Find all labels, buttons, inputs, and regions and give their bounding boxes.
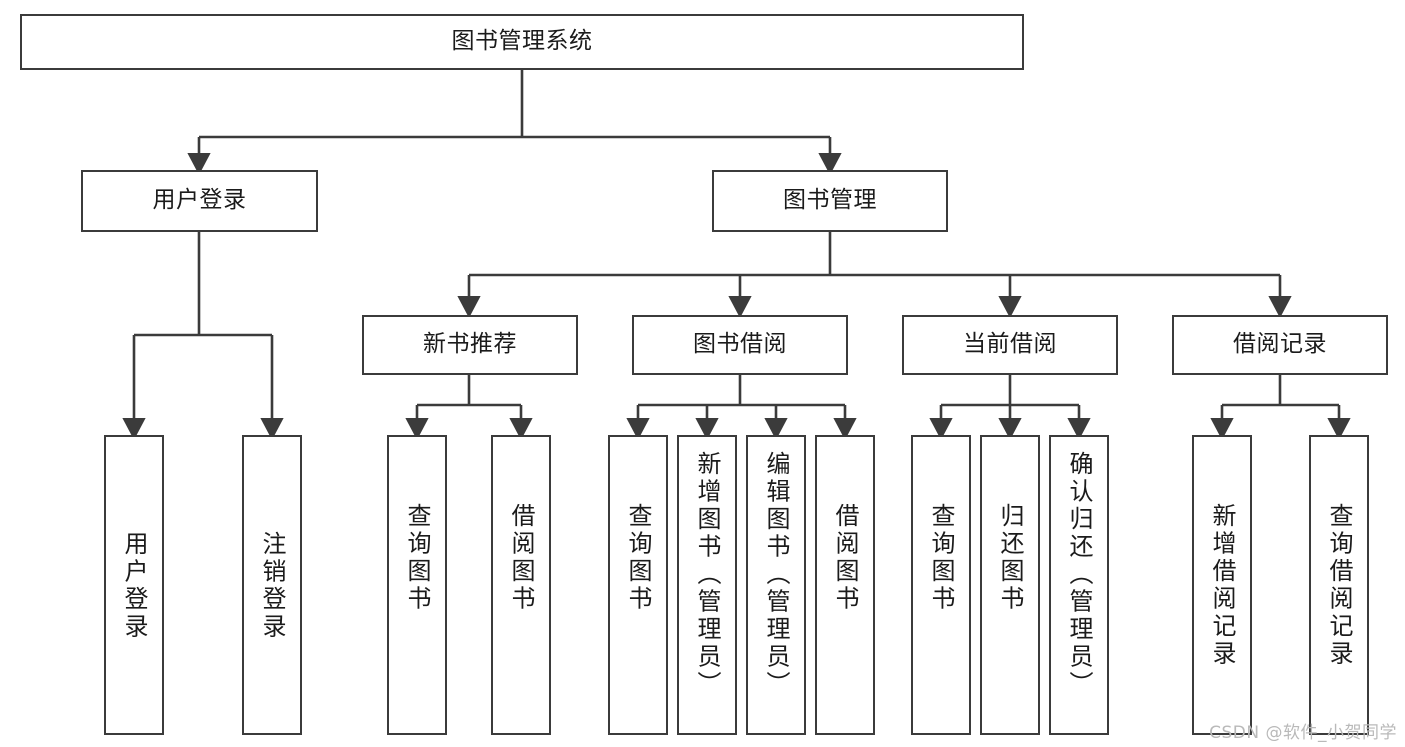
edge-root-to-level2: [187, 70, 842, 175]
node-leaf-confirm-return-label: 确认归还（管理员）: [1065, 451, 1093, 699]
node-leaf-query-book-2[interactable]: 查询图书: [608, 435, 668, 735]
node-leaf-add-book[interactable]: 新增图书（管理员）: [677, 435, 737, 735]
edge-new-book-recommend-to-leaves: [405, 375, 533, 440]
node-root[interactable]: 图书管理系统: [20, 14, 1024, 70]
node-leaf-borrow-book-1-label: 借阅图书: [507, 503, 535, 613]
node-book-borrow[interactable]: 图书借阅: [632, 315, 848, 375]
node-leaf-query-book-2-label: 查询图书: [624, 503, 652, 613]
node-leaf-query-book-1-label: 查询图书: [403, 503, 431, 613]
node-book-management[interactable]: 图书管理: [712, 170, 948, 232]
node-leaf-add-record[interactable]: 新增借阅记录: [1192, 435, 1252, 735]
node-book-borrow-label: 图书借阅: [693, 331, 787, 358]
node-user-login[interactable]: 用户登录: [81, 170, 318, 232]
node-leaf-query-book-1[interactable]: 查询图书: [387, 435, 447, 735]
edge-borrow-record-to-leaves: [1210, 375, 1351, 440]
node-leaf-query-book-3[interactable]: 查询图书: [911, 435, 971, 735]
node-leaf-edit-book-label: 编辑图书（管理员）: [762, 451, 790, 699]
node-leaf-return-book[interactable]: 归还图书: [980, 435, 1040, 735]
node-new-book-recommend-label: 新书推荐: [423, 331, 517, 358]
node-borrow-record-label: 借阅记录: [1233, 331, 1327, 358]
node-leaf-logout-login-label: 注销登录: [258, 531, 286, 641]
node-leaf-borrow-book-2[interactable]: 借阅图书: [815, 435, 875, 735]
node-leaf-return-book-label: 归还图书: [996, 503, 1024, 613]
node-leaf-confirm-return[interactable]: 确认归还（管理员）: [1049, 435, 1109, 735]
edge-book-management-to-level3: [457, 232, 1292, 318]
node-borrow-record[interactable]: 借阅记录: [1172, 315, 1388, 375]
node-user-login-label: 用户登录: [152, 187, 247, 214]
node-leaf-query-record-label: 查询借阅记录: [1325, 503, 1353, 668]
node-leaf-borrow-book-2-label: 借阅图书: [831, 503, 859, 613]
node-leaf-query-record[interactable]: 查询借阅记录: [1309, 435, 1369, 735]
edge-book-borrow-to-leaves: [626, 375, 857, 440]
node-book-management-label: 图书管理: [783, 187, 877, 214]
node-current-borrow[interactable]: 当前借阅: [902, 315, 1118, 375]
node-leaf-user-login[interactable]: 用户登录: [104, 435, 164, 735]
node-leaf-query-book-3-label: 查询图书: [927, 503, 955, 613]
node-leaf-add-record-label: 新增借阅记录: [1208, 503, 1236, 668]
edge-user-login-to-leaves: [122, 232, 284, 440]
node-new-book-recommend[interactable]: 新书推荐: [362, 315, 578, 375]
node-leaf-add-book-label: 新增图书（管理员）: [693, 451, 721, 699]
edge-current-borrow-to-leaves: [929, 375, 1091, 440]
node-leaf-user-login-label: 用户登录: [120, 531, 148, 641]
node-leaf-borrow-book-1[interactable]: 借阅图书: [491, 435, 551, 735]
node-current-borrow-label: 当前借阅: [963, 331, 1057, 358]
node-leaf-logout-login[interactable]: 注销登录: [242, 435, 302, 735]
node-leaf-edit-book[interactable]: 编辑图书（管理员）: [746, 435, 806, 735]
node-root-label: 图书管理系统: [451, 28, 593, 55]
watermark: CSDN @软件_小贺同学: [1209, 723, 1397, 743]
